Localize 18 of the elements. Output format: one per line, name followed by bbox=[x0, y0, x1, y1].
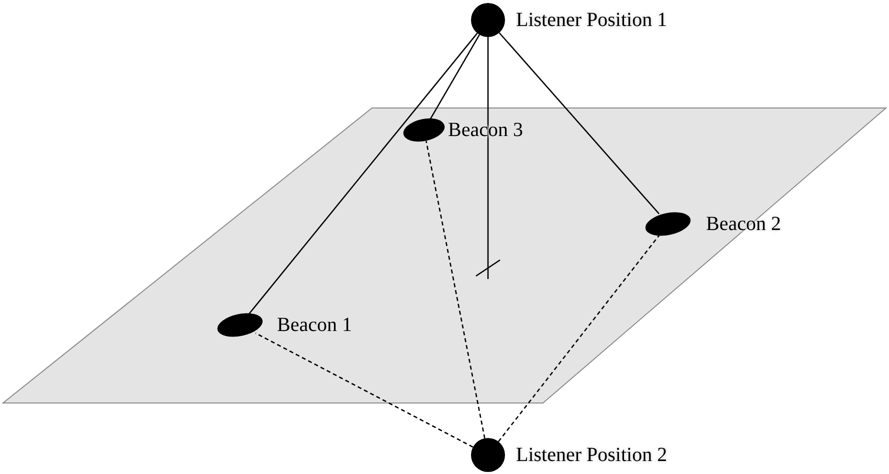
connector-line bbox=[248, 32, 478, 316]
beacon-marker bbox=[403, 119, 445, 141]
dashed-line bbox=[426, 140, 486, 438]
listener-dot bbox=[471, 3, 505, 37]
connector-line bbox=[487, 37, 489, 257]
ground-plane bbox=[0, 106, 889, 406]
connector-line bbox=[498, 32, 660, 214]
position-label: Listener Position 1 bbox=[516, 9, 668, 31]
connector-line bbox=[430, 34, 480, 120]
cross-mark bbox=[475, 257, 501, 279]
beacon-label: Beacon 1 bbox=[277, 314, 352, 336]
beacon-marker bbox=[217, 314, 263, 336]
beacon-marker bbox=[645, 213, 691, 235]
position-label: Listener Position 2 bbox=[516, 444, 668, 466]
beacon-label: Beacon 2 bbox=[706, 213, 781, 235]
dashed-line bbox=[498, 234, 660, 442]
dashed-line bbox=[255, 332, 474, 448]
listener-dot bbox=[471, 438, 505, 472]
